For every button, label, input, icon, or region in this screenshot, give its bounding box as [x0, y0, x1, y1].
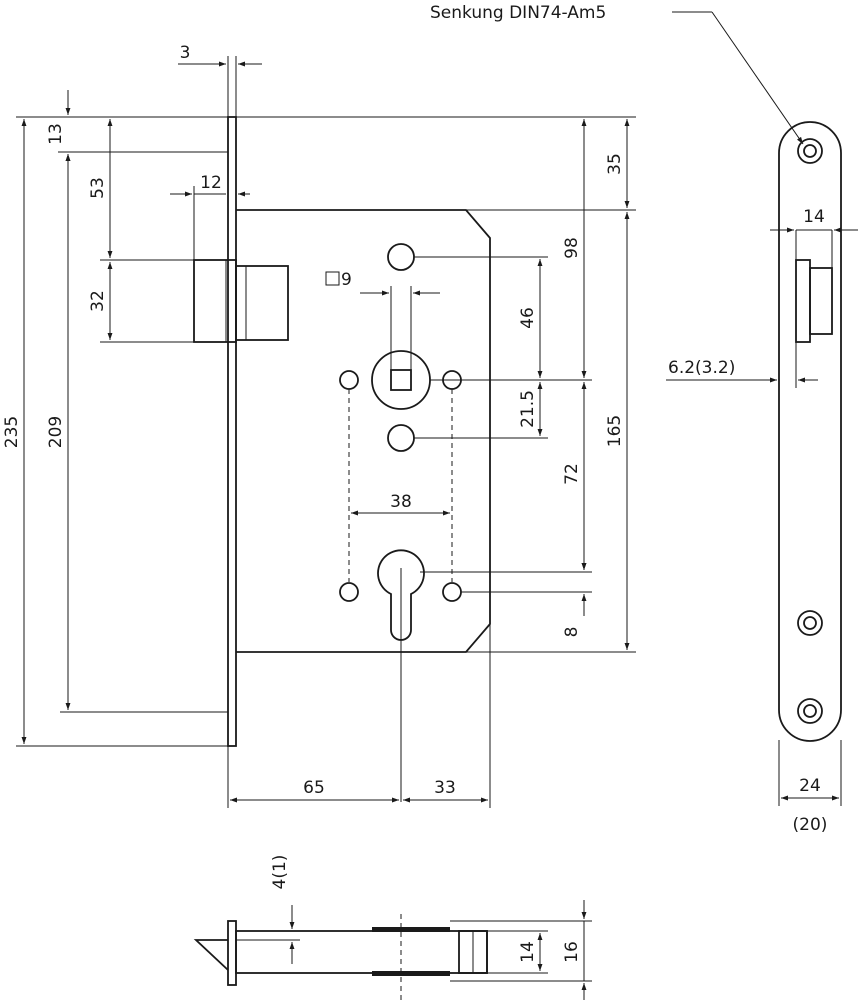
follower-square-9: [390, 369, 412, 391]
dim-14-side-label: 14: [803, 207, 825, 227]
side-latch-inner: [809, 267, 833, 335]
side-view: [778, 121, 842, 742]
dim-12-label: 12: [200, 173, 222, 193]
bottom-cover-bottom: [372, 971, 450, 976]
dim-24: 24 (20): [778, 740, 842, 835]
callout-senkung: Senkung DIN74-Am5: [430, 3, 804, 145]
dim-35: 35: [466, 116, 636, 211]
dim-16-label: 16: [562, 941, 582, 963]
dim-14-16-bottom: 14 16: [450, 900, 592, 1000]
dim-3: 3: [178, 43, 262, 117]
dim-209-label: 209: [46, 416, 66, 448]
side-screw-mid-outer: [797, 610, 823, 636]
dim-33-label: 33: [434, 778, 456, 798]
pin-left-top: [339, 370, 359, 390]
dim-65-label: 65: [303, 778, 325, 798]
bottom-case: [235, 930, 488, 974]
dim-13: 13: [46, 90, 228, 178]
latch-tip: [193, 939, 229, 971]
side-screw-bot-inner: [803, 704, 817, 718]
dim-6-2-label: 6.2(3.2): [668, 358, 735, 378]
dim-98-label: 98: [562, 237, 582, 259]
dim-21-5-label: 21.5: [518, 390, 538, 428]
lock-case: [236, 209, 491, 653]
dim-38-label: 38: [390, 492, 412, 512]
front-view: [193, 116, 491, 802]
side-screw-top-outer: [797, 138, 823, 164]
screw-hole-top: [387, 243, 415, 271]
dim-72-label: 72: [562, 463, 582, 485]
face-plate-side: [778, 121, 842, 742]
square-symbol: [325, 271, 340, 286]
dim-165-label: 165: [605, 415, 625, 447]
callout-label: Senkung DIN74-Am5: [430, 3, 606, 23]
dim-35-label: 35: [605, 153, 625, 175]
dim-8-label: 8: [562, 627, 582, 638]
dim-6-2: 6.2(3.2): [666, 342, 818, 388]
side-latch-outer: [795, 259, 811, 343]
dim-38: 38: [351, 492, 450, 516]
latch-bolt: [193, 259, 237, 343]
dim-235: 235: [2, 116, 228, 747]
pin-left-bottom: [339, 582, 359, 602]
side-screw-mid-inner: [803, 616, 817, 630]
bottom-cover-top: [372, 927, 450, 932]
dim-65-33: 65 33: [227, 624, 491, 808]
dim-32-label: 32: [88, 290, 108, 312]
dim-12: 12: [170, 173, 250, 260]
side-screw-bot-outer: [797, 698, 823, 724]
face-plate: [227, 116, 237, 747]
pin-right-bottom: [442, 582, 462, 602]
dim-98: 98: [236, 116, 592, 381]
dim-14-side: 14: [770, 207, 858, 268]
dim-53-label: 53: [88, 177, 108, 199]
dim-9: 9: [325, 270, 440, 370]
bottom-view: [193, 914, 488, 1000]
dim-24-label: 24: [799, 776, 821, 796]
latch-spring-housing: [235, 265, 289, 341]
screw-hole-middle: [387, 424, 415, 452]
dim-13-label: 13: [46, 123, 66, 145]
dim-4-1-label: 4(1): [270, 855, 290, 890]
dim-209: 209: [46, 154, 228, 713]
dim-8: 8: [461, 548, 592, 637]
follower-hub: [371, 350, 431, 410]
dim-4-1: 4(1): [236, 855, 300, 964]
dim-46-label: 46: [518, 307, 538, 329]
side-screw-top-inner: [803, 144, 817, 158]
dim-235-label: 235: [2, 416, 22, 448]
dim-3-label: 3: [180, 43, 191, 63]
dim-32: 32: [88, 262, 194, 343]
bottom-face-plate: [227, 920, 237, 986]
dim-20-label: (20): [793, 815, 828, 835]
dim-72: 72: [420, 382, 592, 573]
dim-165: 165: [466, 212, 636, 653]
dim-46: 46: [414, 256, 548, 381]
dim-14-bottom-label: 14: [518, 941, 538, 963]
dim-9-label: 9: [341, 270, 352, 290]
dim-21-5: 21.5: [414, 382, 548, 439]
